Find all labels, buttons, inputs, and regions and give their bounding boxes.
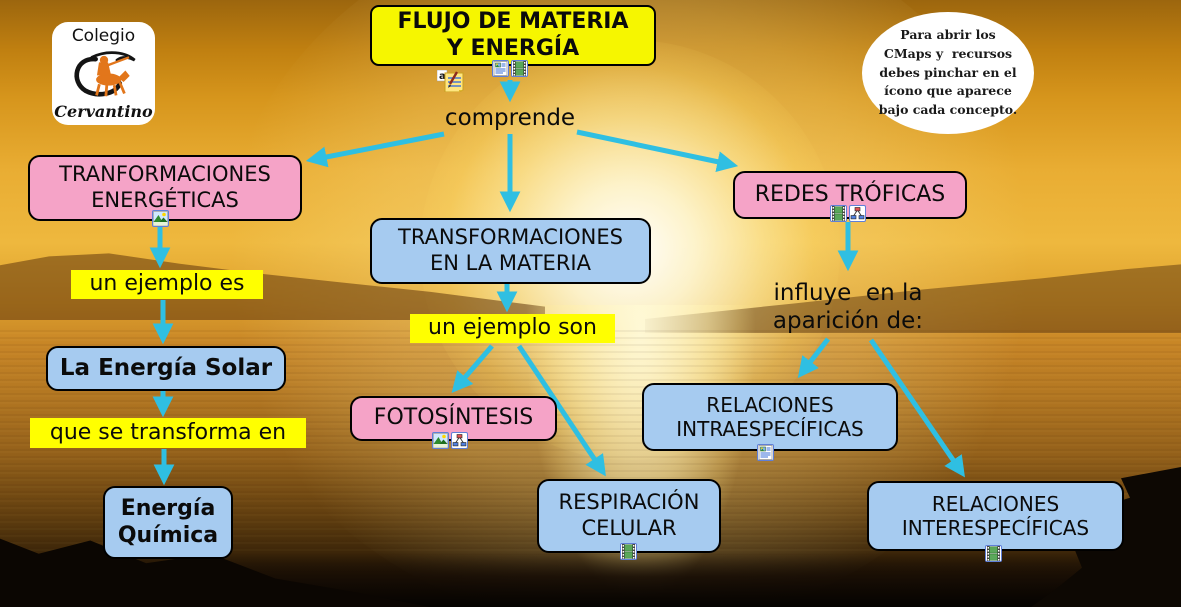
concept-fotosintesis: FOTOSÍNTESIS — [350, 396, 557, 441]
linking-phrase-que-se-transforma-en: que se transforma en — [30, 418, 306, 448]
film-icon[interactable] — [620, 543, 637, 560]
concept-energia-solar: La Energía Solar — [46, 346, 286, 391]
film-icon[interactable] — [830, 205, 847, 222]
concept-title: FLUJO DE MATERIA Y ENERGÍA — [370, 5, 656, 66]
film-icon[interactable] — [985, 545, 1002, 562]
document-icon[interactable] — [757, 444, 774, 461]
image-icon[interactable] — [432, 432, 449, 449]
cmap-icon[interactable] — [849, 205, 866, 222]
linking-phrase-un-ejemplo-es: un ejemplo es — [71, 270, 263, 299]
edge-comprende-redes — [576, 129, 739, 173]
help-bubble: Para abrir los CMaps y recursos debes pi… — [862, 12, 1034, 134]
edge-ejemploson-fotosintesis — [451, 344, 494, 393]
document-icon[interactable] — [492, 60, 509, 77]
school-logo: Colegio Cervantino — [52, 22, 155, 125]
linking-phrase-influye: influye en la aparición de: — [772, 279, 924, 334]
edge-influye-intra — [797, 337, 830, 379]
linking-phrase-comprende: comprende — [444, 104, 576, 131]
concept-respiracion-celular: RESPIRACIÓN CELULAR — [537, 479, 721, 553]
edge-influye-inter — [868, 338, 965, 478]
quixote-horse-icon — [73, 51, 136, 97]
logo-text-cervantino: Cervantino — [54, 102, 153, 121]
linking-phrase-un-ejemplo-son: un ejemplo son — [410, 314, 615, 343]
svg-text:a: a — [439, 71, 446, 82]
cmap-icon[interactable] — [451, 432, 468, 449]
note-icon[interactable]: a — [437, 70, 464, 92]
logo-text-colegio: Colegio — [71, 26, 136, 46]
concept-transformaciones-materia: TRANSFORMACIONES EN LA MATERIA — [370, 218, 651, 284]
concept-energia-quimica: Energía Química — [103, 486, 233, 559]
concept-relaciones-intraespecificas: RELACIONES INTRAESPECÍFICAS — [642, 383, 898, 451]
edge-ejemploson-respiracion — [516, 344, 606, 477]
image-icon[interactable] — [152, 210, 169, 227]
concept-relaciones-interespecificas: RELACIONES INTERESPECÍFICAS — [867, 481, 1124, 551]
edge-comprende-energeticas — [305, 131, 445, 168]
film-icon[interactable] — [511, 60, 528, 77]
